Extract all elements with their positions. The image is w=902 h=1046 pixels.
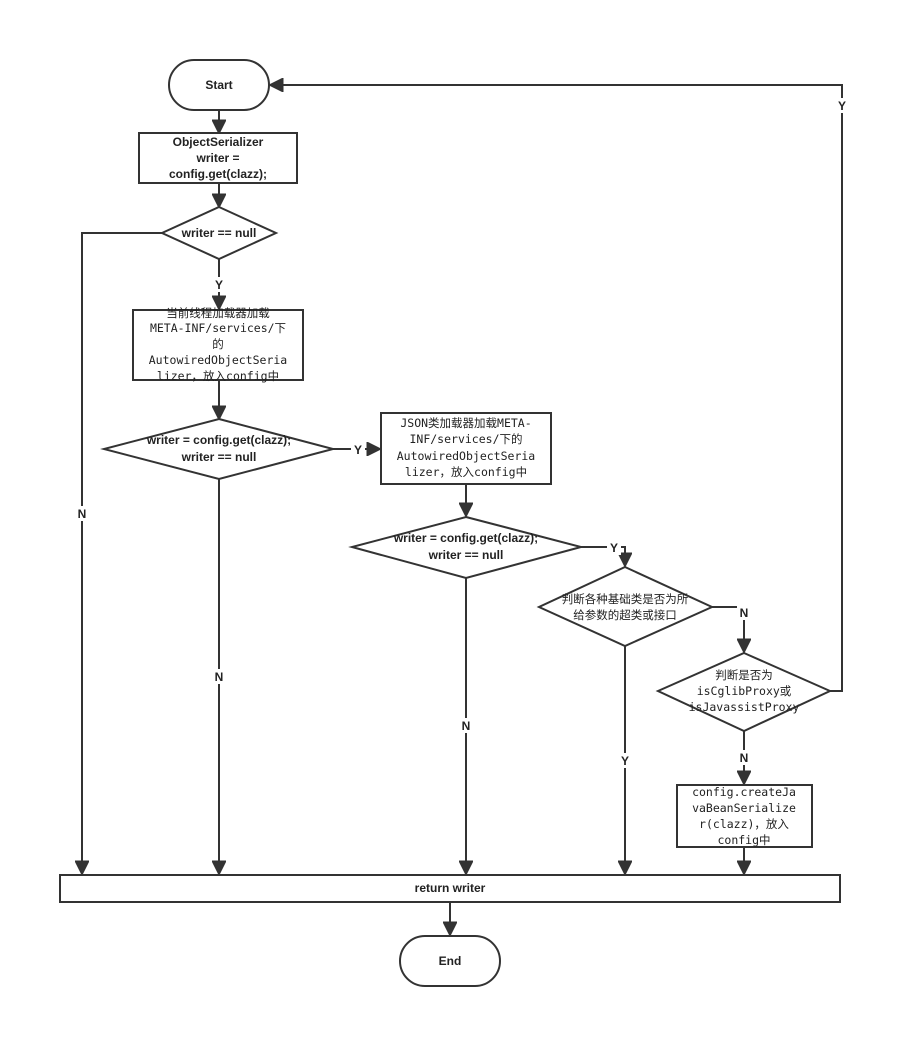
node-check-super-line-1: 判断各种基础类是否为所 [562, 592, 689, 606]
edge-label-check2-yes: Y [354, 443, 362, 457]
node-create-bean-line-3: r(clazz)，放入 [699, 817, 789, 831]
node-json-loader: JSON类加载器加载META- INF/services/下的 Autowire… [380, 412, 552, 485]
edge-check-proxy-yes [271, 85, 843, 692]
node-start: Start [168, 59, 270, 111]
edge-label-check-null-yes: Y [215, 278, 223, 292]
node-end: End [399, 935, 501, 987]
node-get-writer-line-2: writer = [195, 151, 239, 165]
node-thread-loader-line-2: META-INF/services/下 [150, 321, 286, 335]
edge-label-check3-no: N [462, 719, 471, 733]
node-check-proxy: 判断是否为 isCglibProxy或 isJavassistProxy [655, 651, 833, 733]
node-get-writer-line-1: ObjectSerializer [173, 135, 264, 149]
node-check-proxy-line-3: isJavassistProxy [689, 700, 800, 714]
edge-label-check-proxy-no: N [740, 751, 749, 765]
node-check-null-2: writer = config.get(clazz); writer == nu… [100, 417, 337, 481]
node-start-label: Start [205, 78, 232, 92]
node-end-label: End [439, 954, 462, 968]
node-create-bean: config.createJa vaBeanSerialize r(clazz)… [676, 784, 813, 848]
node-thread-loader-line-4: AutowiredObjectSeria [149, 353, 287, 367]
edge-check-null-no [82, 232, 162, 873]
edge-label-check-super-yes: Y [621, 754, 629, 768]
node-check-proxy-line-1: 判断是否为 [715, 668, 773, 682]
edge-check3-yes [581, 546, 625, 565]
node-thread-loader: 当前线程加载器加载 META-INF/services/下 的 Autowire… [132, 306, 304, 383]
node-check-super: 判断各种基础类是否为所 给参数的超类或接口 [536, 565, 715, 648]
node-check-null-2-line-2: writer == null [181, 450, 257, 464]
node-create-bean-line-2: vaBeanSerialize [692, 801, 796, 815]
node-json-loader-line-3: AutowiredObjectSeria [397, 449, 535, 463]
node-check-null-label: writer == null [181, 226, 257, 240]
node-json-loader-line-1: JSON类加载器加载META- [400, 416, 531, 430]
node-create-bean-line-4: config中 [717, 833, 770, 847]
node-check-null-3: writer = config.get(clazz); writer == nu… [348, 515, 585, 580]
node-thread-loader-line-5: lizer，放入config中 [157, 369, 279, 383]
node-get-writer-line-3: config.get(clazz); [169, 167, 267, 181]
edge-label-check-proxy-yes: Y [838, 99, 846, 113]
node-get-writer: ObjectSerializer writer = config.get(cla… [138, 132, 298, 184]
edge-label-check-super-no: N [740, 606, 749, 620]
edge-label-check-null-no: N [78, 507, 87, 521]
node-check-proxy-line-2: isCglibProxy或 [697, 684, 792, 698]
edge-label-check2-no: N [215, 670, 224, 684]
node-json-loader-line-4: lizer，放入config中 [405, 465, 527, 479]
node-check-null-2-line-1: writer = config.get(clazz); [146, 433, 291, 447]
node-thread-loader-line-1: 当前线程加载器加载 [166, 306, 270, 320]
edge-label-check3-yes: Y [610, 541, 618, 555]
node-check-null-3-line-2: writer == null [428, 548, 504, 562]
edge-labels: Y N Y N Y N Y N Y N [75, 98, 849, 768]
node-return-writer-label: return writer [415, 881, 486, 895]
node-create-bean-line-1: config.createJa [692, 785, 796, 799]
node-return-writer: return writer [59, 874, 841, 903]
node-check-null-3-line-1: writer = config.get(clazz); [393, 531, 538, 545]
node-json-loader-line-2: INF/services/下的 [409, 432, 522, 446]
node-check-super-line-2: 给参数的超类或接口 [573, 608, 677, 622]
node-thread-loader-line-3: 的 [212, 337, 224, 351]
node-check-null: writer == null [159, 205, 279, 261]
